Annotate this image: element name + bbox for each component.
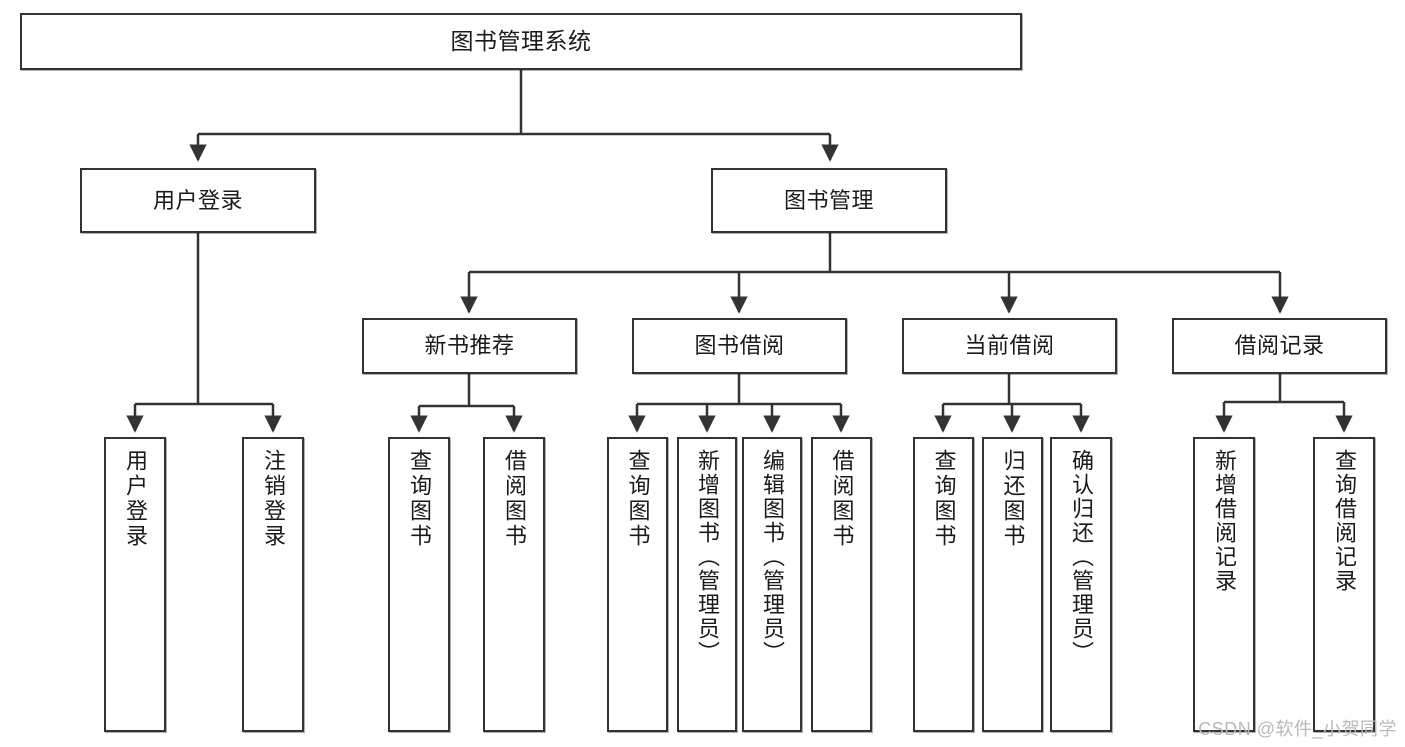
leaf-borrow-edit-book-admin[interactable]: 编辑图书（管理员） <box>742 437 802 732</box>
node-label: 归还图书 <box>1000 449 1026 549</box>
node-label: 编辑图书（管理员） <box>760 449 785 665</box>
leaf-borrow-borrow-book[interactable]: 借阅图书 <box>811 437 872 732</box>
node-user-login[interactable]: 用户登录 <box>80 168 316 233</box>
leaf-current-query-book[interactable]: 查询图书 <box>913 437 974 732</box>
node-label: 注销登录 <box>261 449 286 549</box>
node-label: 借阅图书 <box>502 449 527 549</box>
node-label: 图书管理 <box>783 187 874 213</box>
node-label: 用户登录 <box>152 187 243 213</box>
leaf-current-return-book[interactable]: 归还图书 <box>982 437 1043 732</box>
node-new-book-recommend[interactable]: 新书推荐 <box>362 318 577 374</box>
leaf-user-login-signin[interactable]: 用户登录 <box>104 437 166 732</box>
node-book-borrow[interactable]: 图书借阅 <box>632 318 847 374</box>
leaf-record-add-borrow-record[interactable]: 新增借阅记录 <box>1193 437 1255 732</box>
node-label: 图书借阅 <box>694 333 785 359</box>
node-label: 查询图书 <box>931 449 957 549</box>
csdn-watermark: CSDN @软件_小贺同学 <box>1198 719 1397 739</box>
node-label: 查询图书 <box>625 449 651 549</box>
leaf-recommend-query-book[interactable]: 查询图书 <box>388 437 450 732</box>
leaf-current-confirm-return-admin[interactable]: 确认归还（管理员） <box>1050 437 1112 732</box>
node-label: 确认归还（管理员） <box>1069 449 1094 665</box>
node-label: 查询借阅记录 <box>1332 449 1357 593</box>
node-label: 新增借阅记录 <box>1212 449 1237 593</box>
leaf-borrow-add-book-admin[interactable]: 新增图书（管理员） <box>677 437 737 732</box>
leaf-recommend-borrow-book[interactable]: 借阅图书 <box>483 437 545 732</box>
node-root-book-management-system[interactable]: 图书管理系统 <box>20 13 1022 70</box>
node-label: 借阅记录 <box>1234 333 1325 359</box>
leaf-borrow-query-book[interactable]: 查询图书 <box>607 437 668 732</box>
node-current-borrow[interactable]: 当前借阅 <box>902 318 1117 374</box>
node-label: 新书推荐 <box>424 333 515 359</box>
node-book-management[interactable]: 图书管理 <box>711 168 947 233</box>
node-label: 图书管理系统 <box>450 28 592 55</box>
node-label: 当前借阅 <box>964 333 1055 359</box>
leaf-record-query-borrow-record[interactable]: 查询借阅记录 <box>1313 437 1375 732</box>
node-label: 借阅图书 <box>829 449 855 549</box>
node-borrow-record[interactable]: 借阅记录 <box>1172 318 1387 374</box>
node-label: 新增图书（管理员） <box>695 449 720 665</box>
node-label: 查询图书 <box>407 449 432 549</box>
node-label: 用户登录 <box>123 449 148 549</box>
leaf-user-login-signout[interactable]: 注销登录 <box>242 437 304 732</box>
